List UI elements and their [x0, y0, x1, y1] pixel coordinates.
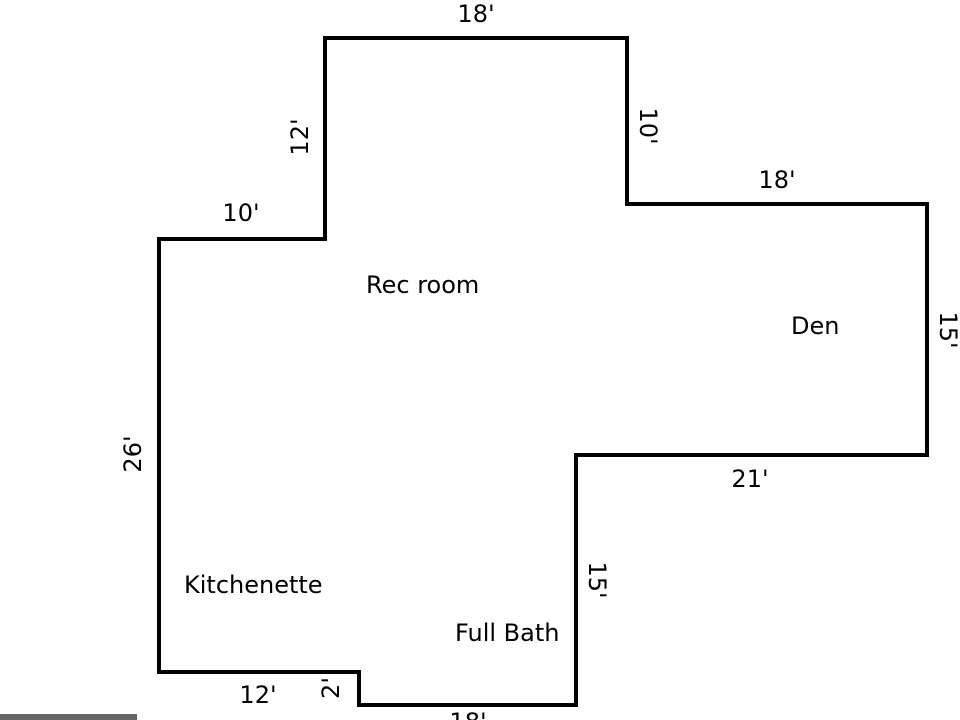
dimension-left: 26': [119, 435, 147, 472]
dimension-bottom: 18': [449, 708, 486, 720]
dimension-bath-vertical: 15': [583, 561, 611, 598]
dimension-bottom-left: 12': [239, 681, 276, 709]
dimension-lower-right-horizontal: 21': [731, 465, 768, 493]
dimension-upper-left-vertical: 12': [286, 118, 314, 155]
dimension-upper-right-horizontal: 18': [758, 166, 795, 194]
room-label-full-bath: Full Bath: [455, 619, 559, 647]
room-label-rec-room: Rec room: [366, 271, 479, 299]
dimension-upper-left-horizontal: 10': [222, 199, 259, 227]
room-label-den: Den: [791, 312, 839, 340]
dimension-top: 18': [457, 0, 494, 28]
dimension-step: 2': [317, 677, 345, 699]
floor-plan-outline: [157, 36, 929, 707]
dimension-right: 15': [934, 311, 960, 348]
bottom-edge-bar: [0, 714, 137, 720]
room-label-kitchenette: Kitchenette: [184, 571, 323, 599]
dimension-upper-right-vertical: 10': [634, 107, 662, 144]
